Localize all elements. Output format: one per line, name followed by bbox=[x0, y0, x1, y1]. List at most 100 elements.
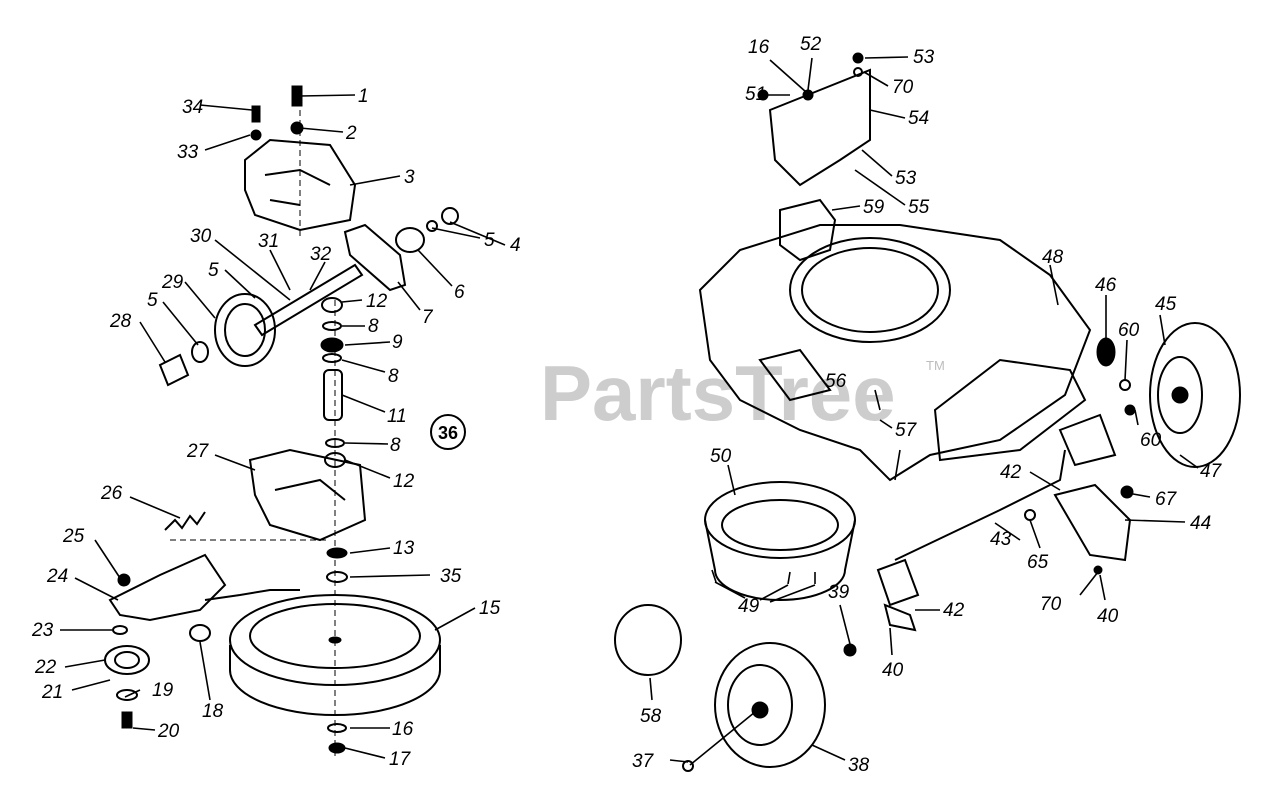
callout-2: 2 bbox=[345, 123, 357, 144]
transmission-assembly bbox=[104, 85, 459, 760]
reference-number: 36 bbox=[438, 423, 458, 443]
spring-46 bbox=[1096, 337, 1116, 367]
callout-23: 23 bbox=[31, 620, 54, 641]
callout-40a: 40 bbox=[1097, 606, 1119, 627]
vertical-shaft bbox=[323, 369, 343, 421]
callout-24: 24 bbox=[46, 566, 68, 587]
callout-32: 32 bbox=[310, 244, 332, 265]
watermark-text: PartsTree bbox=[540, 349, 896, 437]
callout-8b: 8 bbox=[388, 366, 399, 387]
callout-11: 11 bbox=[387, 406, 407, 427]
callout-70a: 70 bbox=[892, 77, 914, 98]
bushing bbox=[395, 227, 425, 253]
callout-40b: 40 bbox=[882, 660, 904, 681]
deck-flap bbox=[758, 348, 832, 402]
axle-shaft bbox=[253, 263, 364, 337]
callout-8c: 8 bbox=[390, 435, 401, 456]
callout-48: 48 bbox=[1042, 247, 1064, 268]
callout-60b: 60 bbox=[1140, 430, 1162, 451]
washer-33 bbox=[250, 129, 262, 141]
callout-1: 1 bbox=[358, 86, 369, 107]
callout-52: 52 bbox=[800, 34, 822, 55]
callout-16b: 16 bbox=[748, 37, 770, 58]
callout-45: 45 bbox=[1155, 294, 1177, 315]
callout-50: 50 bbox=[710, 446, 732, 467]
axle-rod bbox=[894, 449, 1066, 561]
callout-5c: 5 bbox=[484, 230, 495, 251]
callout-4: 4 bbox=[510, 235, 521, 256]
callout-30: 30 bbox=[190, 226, 212, 247]
callout-47: 47 bbox=[1200, 461, 1223, 482]
gear-housing-bottom bbox=[248, 448, 367, 542]
callout-6: 6 bbox=[454, 282, 465, 303]
callout-42a: 42 bbox=[1000, 462, 1022, 483]
callout-3: 3 bbox=[404, 167, 415, 188]
rear-wheel bbox=[1149, 322, 1241, 468]
callout-12a: 12 bbox=[366, 291, 388, 312]
mower-deck bbox=[698, 224, 1092, 482]
watermark-trademark: TM bbox=[926, 358, 945, 373]
axle-bracket bbox=[1058, 413, 1117, 467]
bracket bbox=[343, 223, 407, 292]
callout-65: 65 bbox=[1027, 552, 1049, 573]
callout-8a: 8 bbox=[368, 316, 379, 337]
bag-adapter bbox=[704, 481, 856, 559]
callout-43: 43 bbox=[990, 529, 1012, 550]
callout-28: 28 bbox=[109, 311, 132, 332]
callout-26: 26 bbox=[100, 483, 123, 504]
callout-56: 56 bbox=[825, 371, 847, 392]
callout-18: 18 bbox=[202, 701, 224, 722]
callout-5a: 5 bbox=[208, 260, 219, 281]
callout-70b: 70 bbox=[1040, 594, 1062, 615]
callout-59: 59 bbox=[863, 197, 885, 218]
drive-gear bbox=[214, 293, 276, 367]
callout-46: 46 bbox=[1095, 275, 1117, 296]
callout-42b: 42 bbox=[943, 600, 965, 621]
callout-9: 9 bbox=[392, 332, 403, 353]
callout-21: 21 bbox=[41, 682, 63, 703]
callout-13: 13 bbox=[393, 538, 415, 559]
bearing-28 bbox=[158, 353, 190, 387]
callout-17: 17 bbox=[389, 749, 412, 770]
callout-7: 7 bbox=[422, 307, 434, 328]
drive-pulley bbox=[229, 594, 441, 686]
engine-mount bbox=[779, 198, 837, 262]
callout-60a: 60 bbox=[1118, 320, 1140, 341]
callout-20: 20 bbox=[157, 721, 180, 742]
reference-circle bbox=[430, 414, 466, 450]
callout-53a: 53 bbox=[913, 47, 935, 68]
callout-33: 33 bbox=[177, 142, 199, 163]
callout-34: 34 bbox=[182, 97, 203, 118]
callout-15: 15 bbox=[479, 598, 501, 619]
callout-37: 37 bbox=[632, 751, 655, 772]
callout-27: 27 bbox=[186, 441, 210, 462]
front-wheel bbox=[714, 642, 826, 768]
leader-lines bbox=[60, 56, 1199, 763]
bolt-34 bbox=[251, 105, 261, 123]
callout-22: 22 bbox=[34, 657, 57, 678]
callout-57: 57 bbox=[895, 420, 918, 441]
callout-54: 54 bbox=[908, 108, 929, 129]
callout-67: 67 bbox=[1155, 489, 1178, 510]
axle-bolt bbox=[689, 711, 756, 766]
callout-53b: 53 bbox=[895, 168, 917, 189]
callout-12b: 12 bbox=[393, 471, 415, 492]
callout-labels: 1 2 3 4 5 6 7 34 33 30 31 32 5 29 5 28 1… bbox=[31, 34, 1223, 776]
callout-58: 58 bbox=[640, 706, 662, 727]
callout-51: 51 bbox=[745, 84, 766, 105]
callout-25: 25 bbox=[62, 526, 85, 547]
callout-5b: 5 bbox=[147, 290, 158, 311]
gear-housing-top bbox=[244, 138, 357, 232]
hub-cap bbox=[614, 604, 682, 676]
callout-35: 35 bbox=[440, 566, 462, 587]
idler-pulley bbox=[104, 645, 150, 675]
height-adjuster bbox=[1053, 483, 1132, 562]
callout-38: 38 bbox=[848, 755, 870, 776]
callout-31: 31 bbox=[258, 231, 279, 252]
deck-rear-housing bbox=[933, 358, 1087, 462]
callout-44: 44 bbox=[1190, 513, 1211, 534]
spring bbox=[164, 511, 206, 531]
deck-opening bbox=[789, 237, 951, 343]
clip bbox=[441, 207, 459, 225]
idler-lever bbox=[108, 553, 227, 622]
